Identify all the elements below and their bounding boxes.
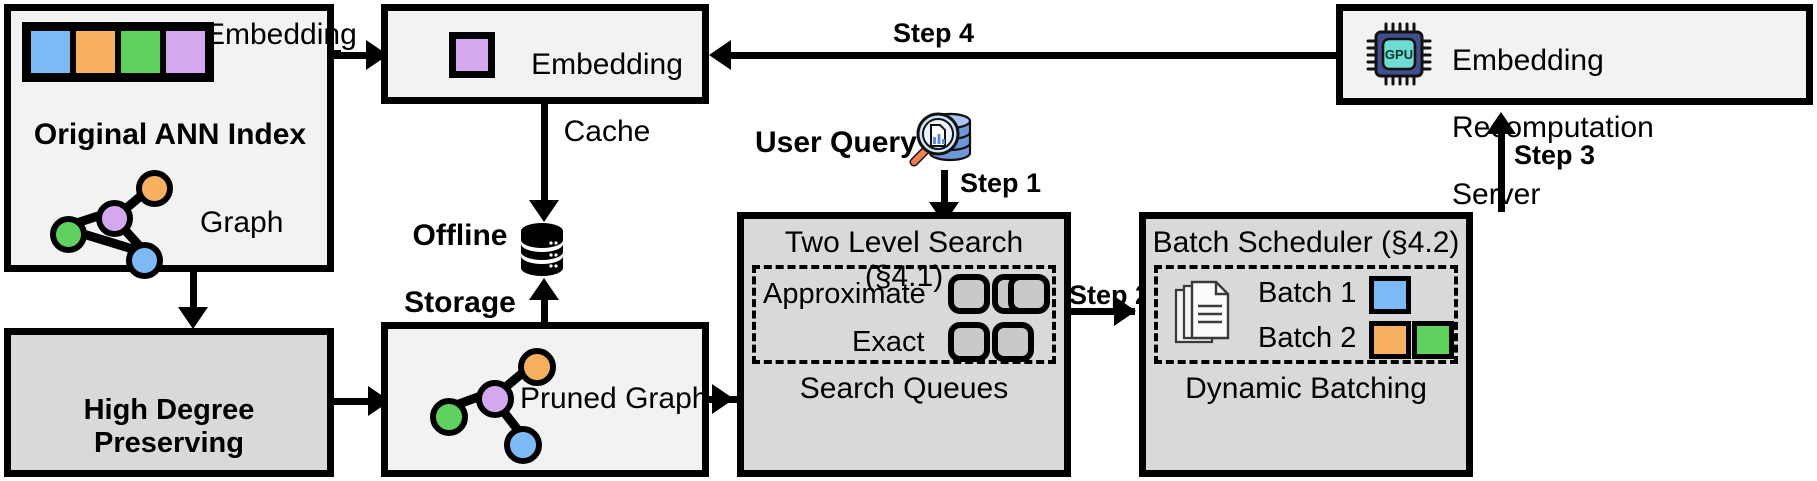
graph-node-blue	[126, 242, 163, 279]
arrow-index-to-cache-line	[334, 52, 368, 59]
approximate-row-label: Approximate	[763, 278, 926, 310]
batch-2-chip-orange	[1369, 321, 1411, 359]
documents-stack-icon	[1174, 280, 1230, 344]
recomputation-server-line3: Server	[1452, 177, 1541, 211]
batch-scheduler-title: Batch Scheduler (§4.2)	[1152, 226, 1460, 259]
step2-label: Step 2	[1069, 280, 1151, 310]
embedding-cell-blue	[28, 28, 73, 76]
embedding-cache-chip	[449, 32, 495, 78]
step4-label: Step 4	[893, 18, 975, 48]
two-level-search-title: Two Level Search (§4.1)	[784, 226, 1024, 293]
approximate-queue-slot-1[interactable]	[948, 274, 990, 314]
recomputation-server-line2: Recomputation	[1452, 110, 1654, 144]
arrow-pruning-to-pruned-line	[334, 398, 370, 405]
embedding-cell-purple	[163, 28, 208, 76]
gpu-chip-text: GPU	[1385, 47, 1413, 62]
arrow-step3-head	[1486, 112, 1516, 134]
embedding-cache-label: Embedding Cache	[512, 14, 702, 148]
step1-label: Step 1	[960, 168, 1042, 198]
arrow-cache-to-storage-line	[541, 104, 548, 204]
batch-1-chip-blue	[1369, 276, 1411, 314]
graph-label: Graph	[200, 206, 284, 239]
batch-2-chip-green	[1412, 321, 1454, 359]
batch-2-label: Batch 2	[1258, 322, 1357, 354]
user-query-label: User Query	[755, 126, 917, 159]
pruned-node-orange	[518, 348, 556, 386]
original-index-graph	[42, 168, 173, 279]
embedding-cell-green	[118, 28, 163, 76]
pruned-graph-widget	[418, 340, 556, 464]
pruned-node-purple	[476, 380, 514, 418]
embedding-cache-box[interactable]	[381, 4, 709, 104]
search-document-database-icon	[909, 112, 972, 167]
graph-node-orange	[136, 170, 173, 207]
offline-storage-line1: Offline	[412, 218, 508, 252]
graph-pruning-box[interactable]	[4, 328, 334, 477]
embedding-strip	[22, 22, 214, 82]
arrow-pruned-to-storage-head	[529, 278, 559, 300]
recomputation-server-label: Embedding Recomputation Server	[1452, 10, 1654, 212]
graph-pruning-line1: High Degree Preserving	[83, 394, 255, 459]
pruned-node-green	[430, 398, 468, 436]
embedding-label: Embedding	[205, 18, 357, 51]
dynamic-batching-dashed-region	[1154, 265, 1458, 364]
pruned-graph-box[interactable]	[381, 322, 709, 477]
search-queues-dashed-region	[752, 265, 1056, 364]
search-queues-footer: Search Queues	[799, 372, 1009, 405]
two-level-search-box[interactable]	[737, 212, 1071, 477]
exact-row-label: Exact	[852, 326, 925, 358]
arrow-step4-line	[724, 52, 1336, 59]
embedding-cache-line1: Embedding	[531, 47, 683, 81]
batch-1-label: Batch 1	[1258, 277, 1357, 309]
recomputation-server-line1: Embedding	[1452, 43, 1604, 77]
original-ann-index-title: Original ANN Index	[33, 118, 307, 151]
offline-storage-line2: Storage	[404, 285, 516, 319]
approximate-queue-slot-3[interactable]	[1008, 274, 1050, 314]
exact-queue-slot-2[interactable]	[992, 322, 1034, 362]
arrow-step3-line	[1498, 132, 1505, 212]
arrow-index-to-pruning-head	[178, 307, 208, 329]
arrow-step2-head	[1114, 296, 1136, 326]
graph-node-green	[50, 216, 87, 253]
pruned-node-blue	[504, 426, 542, 464]
gpu-chip-icon: GPU	[1366, 22, 1432, 86]
arrow-step2-line	[1071, 308, 1135, 315]
arrow-index-to-pruning-line	[190, 272, 197, 310]
arrow-cache-to-storage-head	[529, 200, 559, 222]
embedding-cache-line2: Cache	[563, 114, 651, 148]
arrow-step4-head	[709, 40, 731, 70]
step3-label: Step 3	[1514, 140, 1596, 170]
arrow-pruned-to-search-head	[712, 384, 734, 414]
offline-storage-label: Offline Storage	[400, 185, 520, 319]
pruned-graph-label: Pruned Graph	[520, 382, 709, 415]
arrow-step1-line	[941, 170, 948, 206]
graph-pruning-label: High Degree Preserving Graph Pruning (§5…	[10, 362, 328, 481]
embedding-cell-orange	[73, 28, 118, 76]
graph-node-purple	[96, 200, 133, 237]
database-icon	[521, 223, 563, 276]
exact-queue-slot-1[interactable]	[948, 322, 990, 362]
dynamic-batching-footer: Dynamic Batching	[1185, 372, 1427, 405]
